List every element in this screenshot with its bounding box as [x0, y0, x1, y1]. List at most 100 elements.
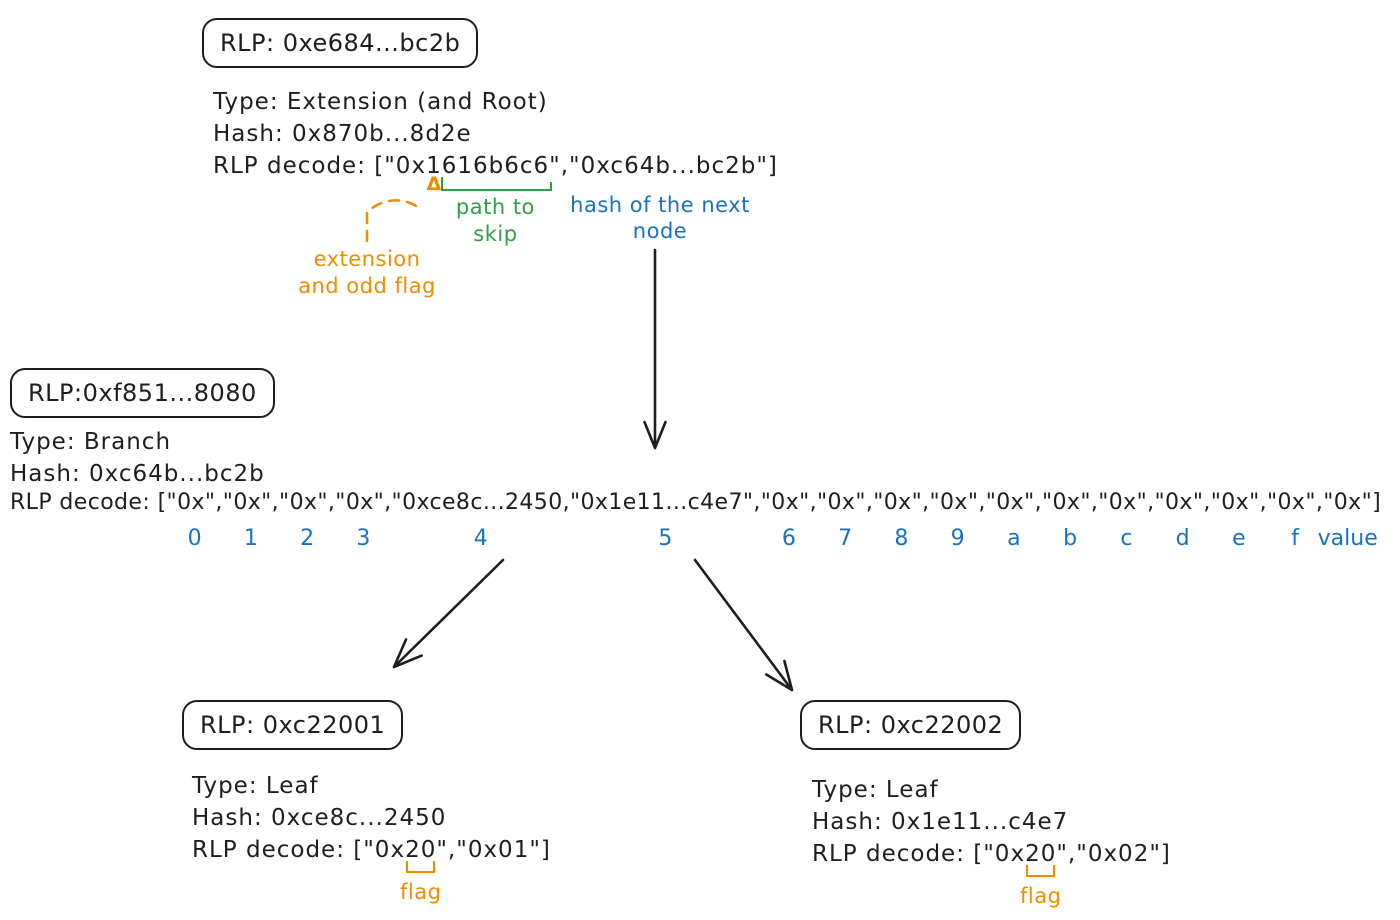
branch-entry-index: 7: [838, 526, 853, 551]
branch-entry-b: "0x", b: [1042, 490, 1099, 551]
branch-entry-text: "0x",: [817, 490, 874, 515]
branch-entry-4: "0xce8c...2450, 4: [391, 490, 570, 551]
leaf1-decode-pre: RLP decode: ["0x: [192, 837, 406, 863]
leaf2-decode-post: ","0x02"]: [1056, 841, 1171, 867]
leaf2-flag-label: flag: [1019, 884, 1062, 908]
leaf2-flag-bracket: [1026, 865, 1056, 877]
leaf1-rlp-box: RLP: 0xc22001: [182, 700, 404, 750]
branch-entry-1: "0x", 1: [222, 490, 280, 551]
branch-entry-e: "0x",e: [1211, 490, 1267, 551]
branch-entry-index: 0: [187, 526, 202, 551]
branch-entry-index: 3: [356, 526, 371, 551]
branch-entry-index: b: [1063, 526, 1078, 551]
branch-node-hash: Hash: 0xc64b...bc2b: [10, 461, 265, 487]
extension-node-details: Type: Extension (and Root) Hash: 0x870b.…: [213, 86, 778, 246]
branch-decode-suffix-text: ]: [1372, 490, 1382, 515]
branch-entry-7: "0x", 7: [817, 490, 874, 551]
extension-flag-caret-icon: Δ: [426, 173, 442, 195]
arrow-root-to-branch: [643, 248, 667, 450]
path-to-skip-line2: skip: [473, 222, 518, 246]
hash-next-line1: hash of the next: [570, 193, 750, 217]
leaf1-decode-post: ","0x01"]: [436, 837, 551, 863]
arrow-branch-to-leaf1: [392, 558, 505, 669]
branch-entry-index: 9: [950, 526, 965, 551]
extension-path-segment: 616b6c6 path to skip: [440, 150, 553, 246]
branch-entry-index: c: [1120, 526, 1133, 551]
extension-node-type: Type: Extension (and Root): [213, 89, 548, 115]
leaf1-hash: Hash: 0xce8c...2450: [192, 805, 447, 831]
leaf1-flag-segment: 20 flag: [400, 834, 441, 904]
branch-entry-index: value: [1317, 526, 1378, 551]
branch-entry-8: "0x",8: [873, 490, 929, 551]
path-to-skip-line1: path to: [455, 195, 535, 219]
extension-node-rlp-label: RLP: 0xe684...bc2b: [220, 29, 461, 57]
branch-entry-text: "0x",: [166, 490, 223, 515]
extension-flag-connector: [365, 199, 418, 248]
branch-entry-text: "0x1e11...c4e7",: [569, 490, 761, 515]
branch-decode-entries: "0x",0"0x",1"0x",2"0x",3"0xce8c...2450,4…: [166, 490, 1378, 551]
branch-entry-text: "0x",: [335, 490, 392, 515]
path-to-skip-label: path to skip: [456, 194, 535, 248]
branch-decode-prefix-text: RLP decode: [: [10, 490, 167, 515]
branch-entry-text: "0x",: [1154, 490, 1211, 515]
branch-entry-text: "0x",: [760, 490, 818, 515]
leaf1-rlp-label: RLP: 0xc22001: [200, 711, 386, 739]
leaf2-details: Type: Leaf Hash: 0x1e11...c4e7 RLP decod…: [812, 774, 1171, 908]
extension-decode-pre: RLP decode: ["0x: [213, 153, 427, 179]
leaf1-decode: RLP decode: ["0x20 flag ","0x01"]: [192, 834, 551, 904]
leaf1-flag-label: flag: [399, 880, 442, 904]
leaf1-flag-text: 20: [405, 837, 437, 863]
branch-entry-index: 6: [781, 526, 796, 551]
branch-entry-2: "0x",2: [279, 490, 336, 551]
branch-node-rlp-box: RLP:0xf851...8080: [10, 368, 275, 418]
leaf2-flag-text: 20: [1025, 841, 1057, 867]
path-to-skip-bracket: [440, 177, 553, 191]
branch-entry-6: "0x", 6: [760, 490, 818, 551]
branch-decode-prefix: RLP decode: [: [10, 490, 167, 515]
extension-decode-post: ","0xc64b...bc2b"]: [549, 153, 778, 179]
branch-entry-3: "0x", 3: [335, 490, 392, 551]
branch-entry-5: "0x1e11...c4e7", 5: [569, 490, 761, 551]
branch-entry-text: "0x",: [1042, 490, 1099, 515]
branch-entry-index: 8: [894, 526, 909, 551]
extension-flag-label: extension and odd flag: [282, 246, 452, 300]
branch-node-rlp-label: RLP:0xf851...8080: [28, 379, 257, 407]
branch-entry-0: "0x", 0: [166, 490, 223, 551]
extension-flag-line1: extension: [313, 247, 421, 271]
branch-entry-text: "0x",: [1267, 490, 1324, 515]
branch-entry-value: "0x" value: [1318, 490, 1378, 551]
branch-entry-text: "0x",: [929, 490, 986, 515]
branch-entry-index: f: [1291, 526, 1300, 551]
leaf1-details: Type: Leaf Hash: 0xce8c...2450 RLP decod…: [192, 770, 551, 904]
branch-entry-index: e: [1232, 526, 1246, 551]
leaf1-flag-bracket: [406, 861, 436, 873]
hash-next-node-label: hash of the next node: [560, 192, 760, 244]
branch-entry-c: "0x", c: [1098, 490, 1155, 551]
hash-next-line2: node: [632, 219, 688, 243]
branch-node-decode-row: RLP decode: ["0x",0"0x",1"0x",2"0x",3"0x…: [10, 490, 1381, 562]
branch-entry-9: "0x", 9: [929, 490, 986, 551]
branch-entry-d: "0x", d: [1154, 490, 1211, 551]
branch-entry-text: "0x",: [279, 490, 336, 515]
branch-entry-text: "0x": [1323, 490, 1373, 515]
branch-entry-index: 4: [473, 526, 488, 551]
branch-entry-text: "0x",: [222, 490, 280, 515]
leaf2-decode: RLP decode: ["0x20 flag ","0x02"]: [812, 838, 1171, 908]
leaf2-rlp-box: RLP: 0xc22002: [800, 700, 1022, 750]
branch-entry-index: d: [1175, 526, 1190, 551]
leaf2-flag-segment: 20 flag: [1020, 838, 1061, 908]
branch-entry-text: "0x",: [1098, 490, 1155, 515]
extension-flag-nibble-text: 1: [426, 153, 442, 179]
extension-path-text: 616b6c6: [441, 153, 550, 179]
leaf2-hash: Hash: 0x1e11...c4e7: [812, 809, 1069, 835]
branch-entry-index: 5: [658, 526, 673, 551]
extension-flag-line2: and odd flag: [298, 274, 436, 298]
branch-entry-index: 1: [243, 526, 258, 551]
branch-entry-text: "0xce8c...2450,: [391, 490, 570, 515]
branch-node-type: Type: Branch: [10, 429, 172, 455]
leaf2-decode-pre: RLP decode: ["0x: [812, 841, 1026, 867]
leaf2-type: Type: Leaf: [812, 777, 939, 803]
